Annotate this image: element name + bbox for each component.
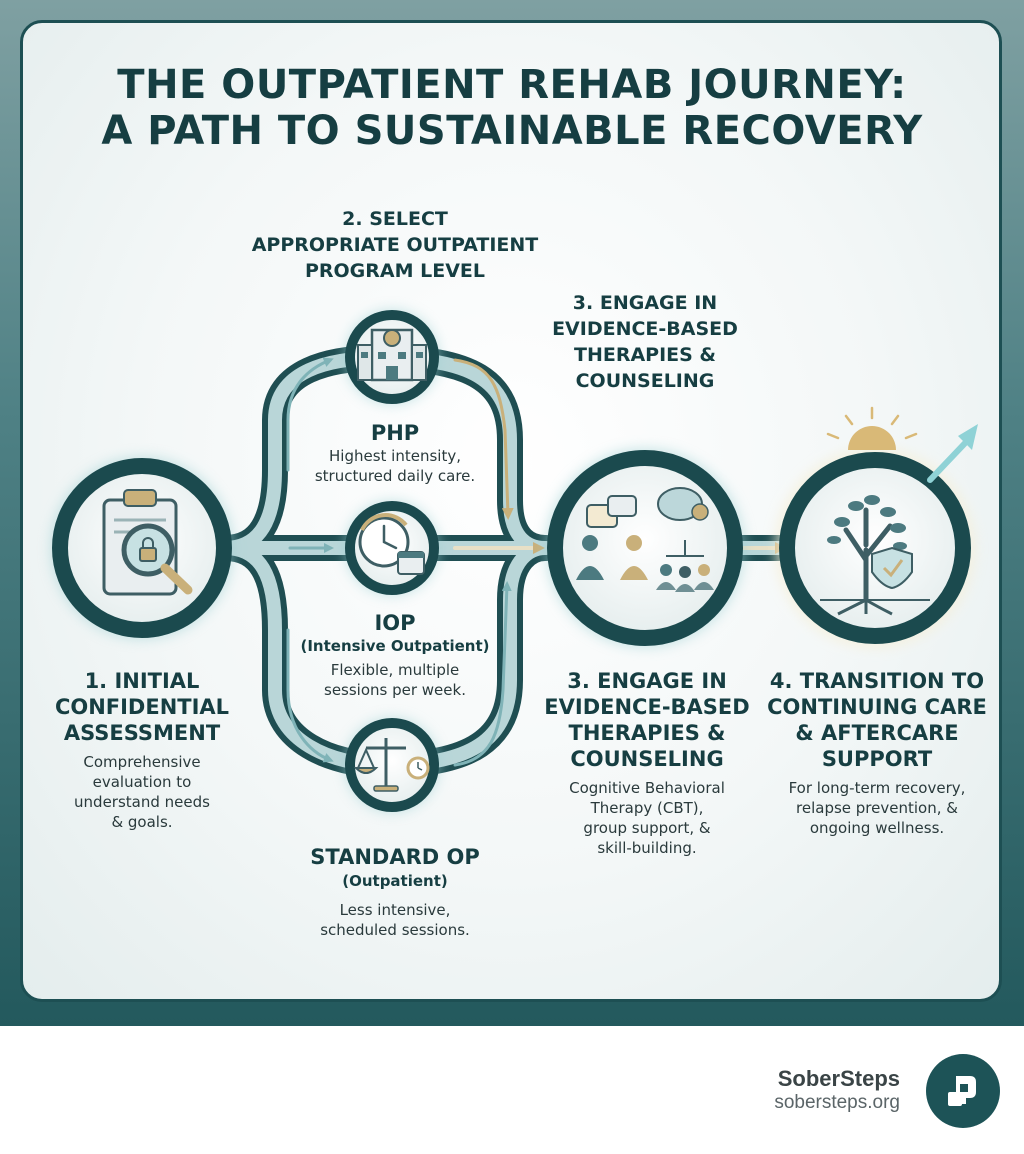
step4-line-4: SUPPORT <box>821 747 933 771</box>
step4-desc-1: For long-term recovery, <box>788 779 966 797</box>
step2-heading: 2. SELECT APPROPRIATE OUTPATIENT PROGRAM… <box>230 206 560 284</box>
step4-line-2: CONTINUING CARE <box>767 695 987 719</box>
step1-line-3: ASSESSMENT <box>63 721 221 745</box>
step4-label: 4. TRANSITION TO CONTINUING CARE & AFTER… <box>762 668 992 838</box>
sobersteps-logo-icon[interactable] <box>926 1054 1000 1128</box>
title-line-2: A PATH TO SUSTAINABLE RECOVERY <box>101 108 923 154</box>
php-desc-1: Highest intensity, <box>329 447 461 465</box>
php-desc-2: structured daily care. <box>314 467 476 485</box>
step1-desc-4: & goals. <box>111 813 173 831</box>
step2-line-3: PROGRAM LEVEL <box>304 260 486 282</box>
step3-top-line-3: THERAPIES & <box>573 344 717 366</box>
iop-desc-1: Flexible, multiple <box>330 661 460 679</box>
step3-desc-3: group support, & <box>583 819 711 837</box>
flow-diagram <box>50 309 978 813</box>
counseling-brain-group-icon <box>576 487 714 592</box>
step3-top-heading: 3. ENGAGE IN EVIDENCE-BASED THERAPIES & … <box>530 290 760 394</box>
step3-desc-1: Cognitive Behavioral <box>569 779 725 797</box>
step3-top-line-2: EVIDENCE-BASED <box>552 318 738 340</box>
step3-circle <box>545 448 745 648</box>
balance-scale-clock-icon <box>353 738 430 792</box>
step1-line-2: CONFIDENTIAL <box>54 695 230 719</box>
logo-mark-icon <box>948 1076 976 1106</box>
step1-desc-2: evaluation to <box>92 773 192 791</box>
step1-desc-1: Comprehensive <box>83 753 201 771</box>
poster-title: THE OUTPATIENT REHAB JOURNEY: A PATH TO … <box>40 62 984 154</box>
iop-subtitle: (Intensive Outpatient) <box>300 637 490 655</box>
iop-title: IOP <box>374 611 416 635</box>
step3-top-line-4: COUNSELING <box>575 370 715 392</box>
step3-label: 3. ENGAGE IN EVIDENCE-BASED THERAPIES & … <box>538 668 756 858</box>
op-circle <box>344 717 440 813</box>
tree-shield-sun-arrow-icon <box>820 406 978 616</box>
step4-line-3: & AFTERCARE <box>795 721 959 745</box>
step3-desc-2: Therapy (CBT), <box>590 799 704 817</box>
step3-desc-4: skill-building. <box>597 839 697 857</box>
step3-line-1: 3. ENGAGE IN <box>567 669 727 693</box>
step1-label: 1. INITIAL CONFIDENTIAL ASSESSMENT Compr… <box>38 668 246 832</box>
iop-desc-2: sessions per week. <box>324 681 466 699</box>
step4-desc-2: relapse prevention, & <box>796 799 958 817</box>
clipboard-lock-magnifier-icon <box>102 489 193 596</box>
php-label: PHP Highest intensity, structured daily … <box>300 420 490 486</box>
step3-line-3: THERAPIES & <box>568 721 726 745</box>
step3-line-2: EVIDENCE-BASED <box>544 695 750 719</box>
op-title: STANDARD OP <box>310 845 480 869</box>
op-subtitle: (Outpatient) <box>342 872 448 890</box>
step4-desc-3: ongoing wellness. <box>809 819 945 837</box>
iop-label: IOP (Intensive Outpatient) Flexible, mul… <box>290 610 500 700</box>
step1-line-1: 1. INITIAL <box>84 669 200 693</box>
clock-calendar-icon <box>358 513 425 575</box>
op-label: STANDARD OP (Outpatient) Less intensive,… <box>290 844 500 940</box>
step3-top-line-1: 3. ENGAGE IN <box>572 292 718 314</box>
op-desc-2: scheduled sessions. <box>320 921 470 939</box>
flow-arrows <box>286 357 787 767</box>
footer-brand: SoberSteps <box>777 1066 900 1091</box>
step2-line-1: 2. SELECT <box>342 208 448 230</box>
footer-url[interactable]: sobersteps.org <box>774 1092 900 1113</box>
step2-line-2: APPROPRIATE OUTPATIENT <box>251 234 539 256</box>
step3-line-4: COUNSELING <box>570 747 724 771</box>
hospital-building-icon <box>357 328 427 382</box>
php-title: PHP <box>370 421 420 445</box>
op-desc-1: Less intensive, <box>339 901 451 919</box>
step4-line-1: 4. TRANSITION TO <box>769 669 985 693</box>
step1-desc-3: understand needs <box>74 793 210 811</box>
title-line-1: THE OUTPATIENT REHAB JOURNEY: <box>117 62 907 108</box>
